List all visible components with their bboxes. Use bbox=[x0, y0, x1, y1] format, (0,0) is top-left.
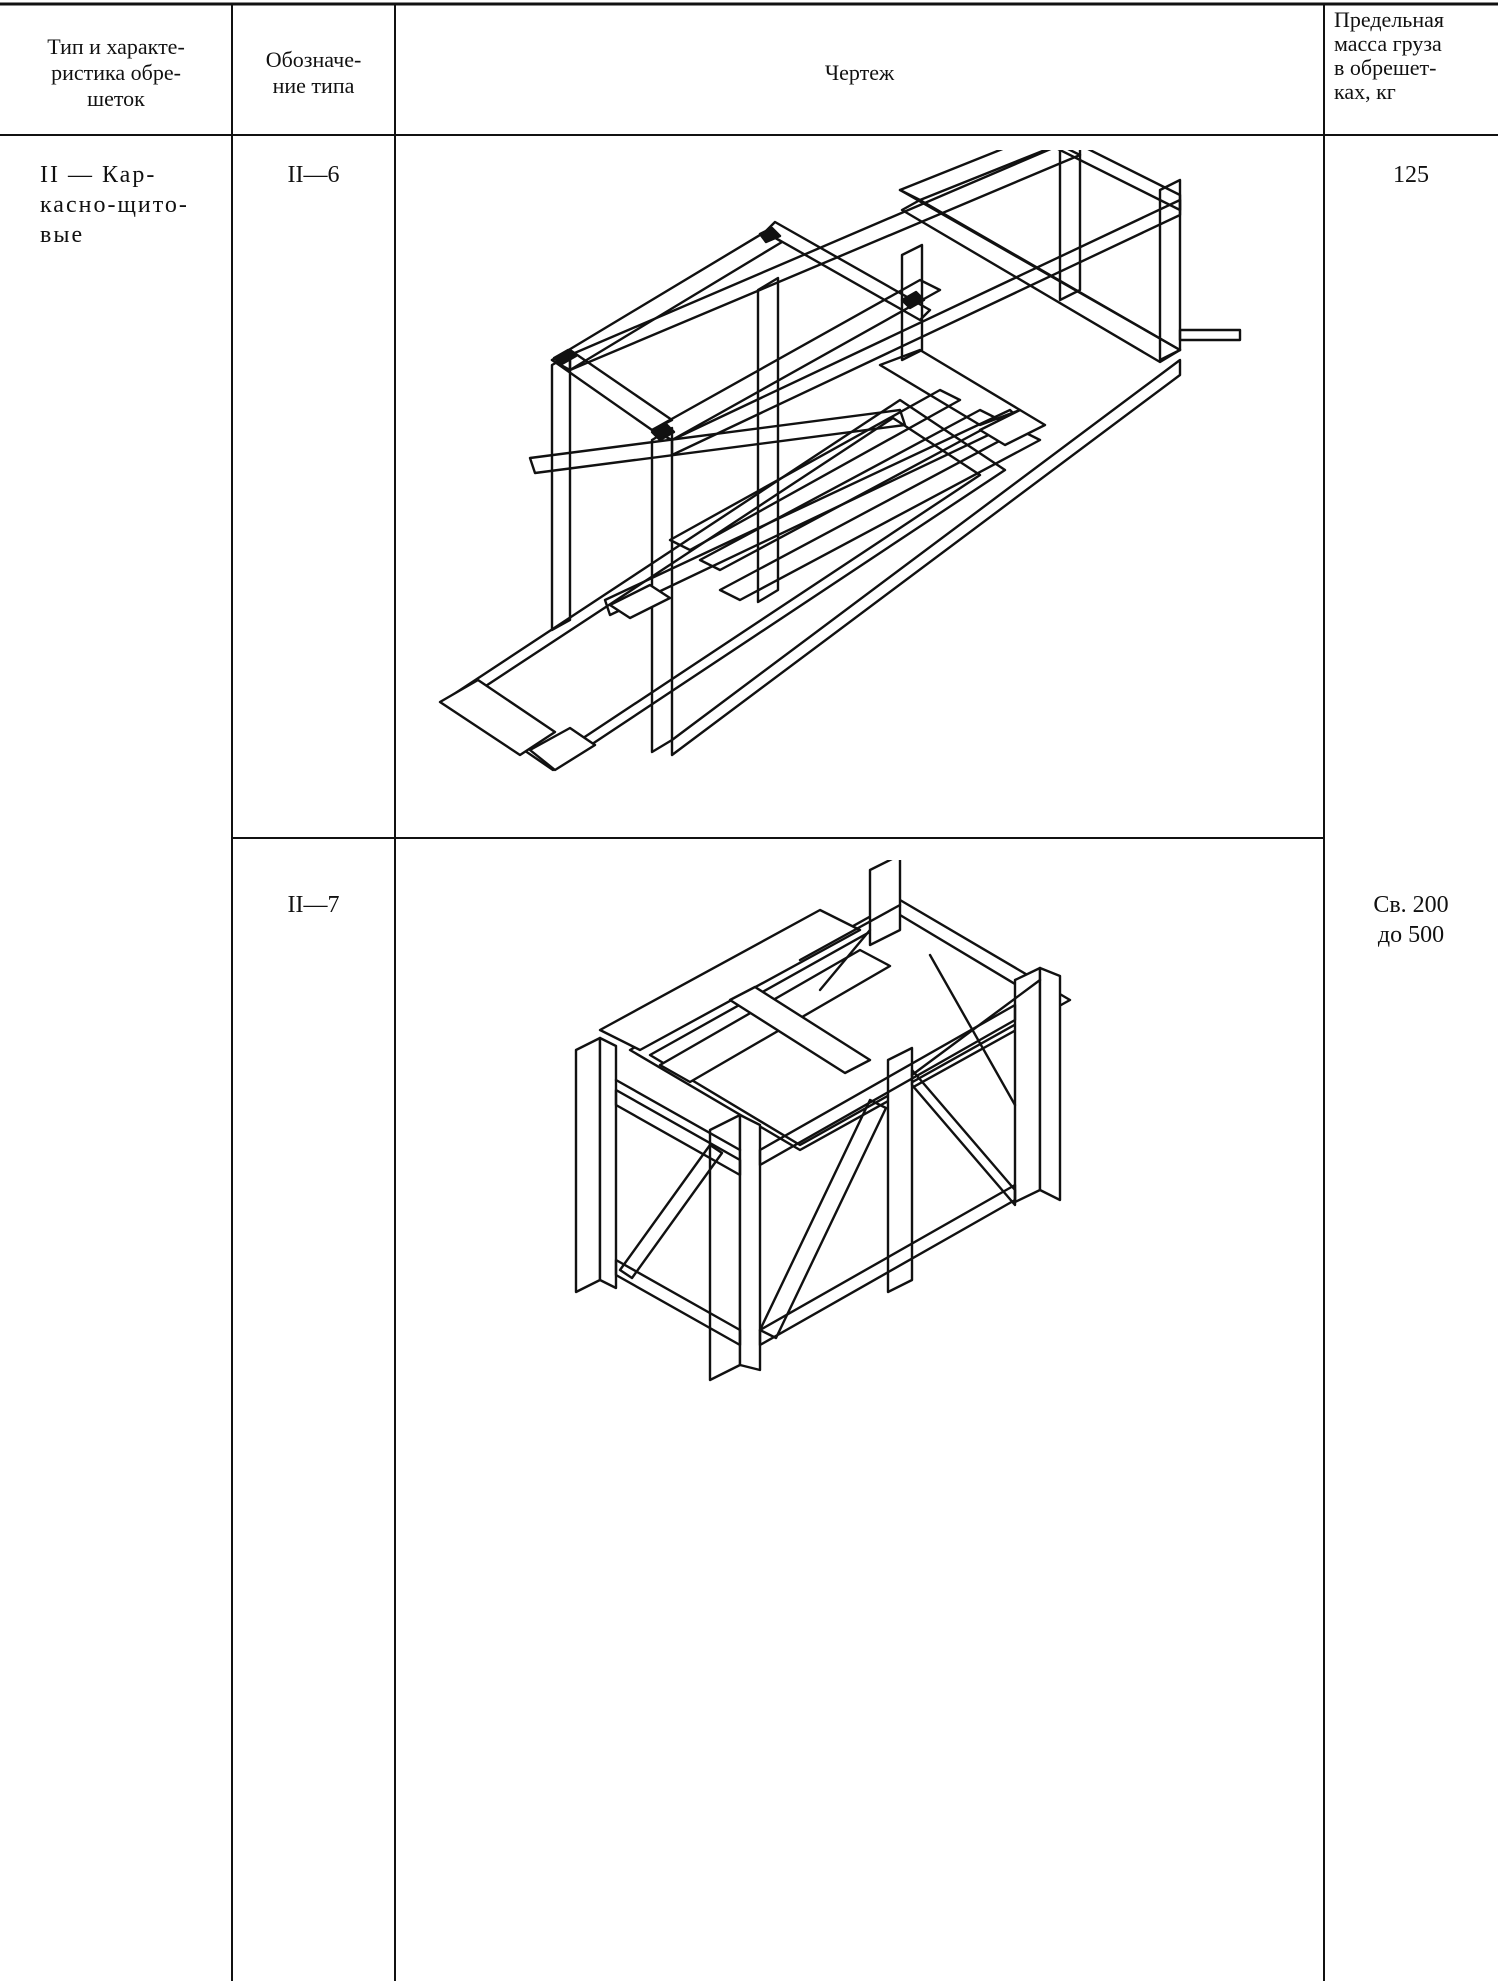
header-type: Тип и характе- ристика обре- шеток bbox=[47, 33, 185, 111]
row-mass: 125 bbox=[1393, 162, 1429, 188]
header-mass: Предельная масса груза в обрешет- ках, к… bbox=[1334, 7, 1444, 104]
row-designation: II—7 bbox=[287, 892, 340, 918]
header-designation: Обозначе- ние типа bbox=[265, 46, 362, 98]
row-mass: Св. 200 до 500 bbox=[1373, 892, 1449, 948]
row-designation: II—6 bbox=[287, 162, 340, 188]
header-drawing: Чертеж bbox=[824, 59, 895, 85]
crate-frame-drawing bbox=[438, 150, 1242, 772]
crate-box-drawing bbox=[574, 860, 1072, 1382]
group-type-label: II — Кар- касно-щито- вые bbox=[40, 162, 189, 248]
